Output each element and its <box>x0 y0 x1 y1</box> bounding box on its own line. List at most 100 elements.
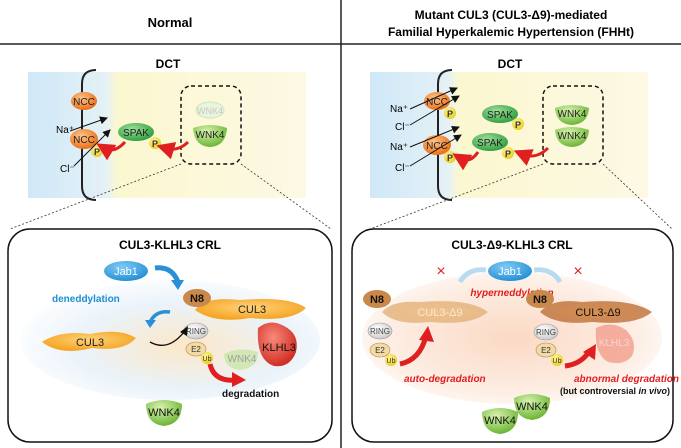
left-zoom-line-1 <box>9 163 182 230</box>
left-reassembly-arrow-shaft <box>149 331 185 346</box>
left-jab1-arrow-head <box>171 280 184 290</box>
right-ncc-top-label: NCC <box>426 97 448 108</box>
right-ring-right-label: RING <box>536 328 556 337</box>
left-ncc-bottom-label: NCC <box>73 135 95 146</box>
left-wnk4 <box>193 125 227 147</box>
right-ncc-top-phospho <box>444 107 456 119</box>
right-klhl3-label: KLHL3 <box>599 338 630 349</box>
right-auto-degradation-arrow-head <box>419 326 434 342</box>
right-spak-bottom-phospho <box>502 147 514 159</box>
left-wnk4-free <box>146 400 182 426</box>
left-cul3-bound <box>195 299 306 320</box>
right-spak-bottom <box>472 133 508 151</box>
right-n8-left <box>363 290 391 308</box>
right-klhl3 <box>595 324 634 364</box>
left-cl-label: Cl⁻ <box>60 164 75 175</box>
right-cl-top-arrow <box>409 95 460 126</box>
left-ncc-bottom <box>70 129 98 149</box>
left-cul3-bound-label: CUL3 <box>238 304 266 316</box>
right-wnk4-a-label: WNK4 <box>558 109 587 120</box>
left-crl-title: CUL3-KLHL3 CRL <box>119 238 221 252</box>
right-ub-right <box>551 354 563 366</box>
right-ub-left-label: Ub <box>387 358 396 365</box>
right-wnk4-box <box>542 85 604 165</box>
left-wnk4-faded <box>195 101 225 119</box>
right-spak-bottom-phospho-label: P <box>505 149 511 159</box>
right-jab1-arrow-right <box>533 267 563 284</box>
right-ring-left <box>367 322 393 340</box>
right-wnk4-b-label: WNK4 <box>558 131 587 142</box>
left-e2 <box>185 341 207 357</box>
left-wnk4-degrading-label: WNK4 <box>228 354 257 365</box>
left-ub-label: Ub <box>203 356 212 363</box>
left-zoom-line-2 <box>240 163 332 230</box>
left-wnk4-free-label: WNK4 <box>148 407 180 419</box>
right-jab1-arrow-left <box>457 267 487 284</box>
left-wnk4-label: WNK4 <box>196 130 225 141</box>
left-wnk4-to-spak-arrow <box>156 140 190 160</box>
right-dct-background <box>370 72 648 198</box>
right-wnk4-b-free-label: WNK4 <box>516 401 548 413</box>
right-e2-right-label: E2 <box>541 346 551 355</box>
right-abnormal-degradation-label: abnormal degradation <box>574 374 679 385</box>
left-cul3-free-label: CUL3 <box>76 337 104 349</box>
left-wnk4-degrading <box>224 349 258 370</box>
left-klhl3 <box>257 322 297 367</box>
right-spak-top <box>482 105 518 123</box>
right-spak-bottom-label: SPAK <box>477 138 503 149</box>
right-controversial-prefix: (but controversial <box>560 386 639 396</box>
left-deneddylation-arrow-head <box>145 320 156 328</box>
left-klhl3-label: KLHL3 <box>262 342 296 354</box>
right-zoom-line-1 <box>369 163 544 230</box>
left-n8-label: N8 <box>190 293 204 305</box>
right-e2-left <box>369 342 391 358</box>
right-crl-title: CUL3-Δ9-KLHL3 CRL <box>451 238 572 252</box>
header-left: Normal <box>148 15 193 30</box>
right-ub-left <box>385 354 397 366</box>
right-n8-left-label: N8 <box>370 294 384 306</box>
right-controversial-note: (but controversial in vivo) <box>560 386 670 396</box>
right-spak-top-phospho-label: P <box>515 120 521 130</box>
left-jab1 <box>104 261 148 281</box>
right-spak-top-phospho <box>512 118 524 130</box>
right-cul3d9-right-label: CUL3-Δ9 <box>575 307 620 319</box>
right-jab1-label: Jab1 <box>498 266 522 278</box>
header-right-line2: Familial Hyperkalemic Hypertension (FHHt… <box>388 25 634 39</box>
left-ncc-phospho-label: P <box>94 147 100 157</box>
right-controversial-suffix: ) <box>667 386 670 396</box>
left-jab1-label: Jab1 <box>114 266 138 278</box>
right-e2-left-label: E2 <box>375 346 385 355</box>
right-wnk4-a-free <box>482 408 518 434</box>
right-spak-to-ncc-arrow <box>452 151 480 171</box>
right-cl-bottom-arrow <box>409 134 462 167</box>
right-block-x-right: × <box>573 263 582 280</box>
header-right-line1: Mutant CUL3 (CUL3-Δ9)-mediated <box>415 8 608 22</box>
left-na-arrow <box>69 116 108 132</box>
right-auto-degradation-label: auto-degradation <box>404 374 486 385</box>
right-na-bottom-label: Na⁺ <box>390 142 408 153</box>
right-controversial-italic: in vivo <box>639 386 668 396</box>
right-ub-right-label: Ub <box>553 358 562 365</box>
right-na-top-label: Na⁺ <box>390 104 408 115</box>
right-ncc-bottom-label: NCC <box>426 141 448 152</box>
right-na-bottom-arrow <box>409 125 460 148</box>
right-wnk4-to-spak-arrow <box>513 146 550 166</box>
right-n8-right-label: N8 <box>533 294 547 306</box>
left-spak-phospho-label: P <box>152 139 158 149</box>
right-cl-top-label: Cl⁻ <box>395 122 410 133</box>
left-ring-label: RING <box>186 327 206 336</box>
right-cl-bottom-label: Cl⁻ <box>395 163 410 174</box>
left-dct-panel: DCT NCC NCC P Na⁺ Cl⁻ SPAK P WNK4 WNK4 <box>9 57 332 230</box>
right-crl-panel: CUL3-Δ9-KLHL3 CRL Jab1 × × hyperneddylat… <box>351 228 679 443</box>
left-spak <box>118 123 154 141</box>
left-ub <box>201 352 213 364</box>
right-block-x-left: × <box>436 263 445 280</box>
left-spak-label: SPAK <box>123 128 149 139</box>
left-crl-panel: CUL3-KLHL3 CRL Jab1 deneddylation CUL3 N… <box>7 228 333 443</box>
left-cul3-free <box>42 331 136 351</box>
left-n8 <box>183 289 211 307</box>
right-n8-right <box>526 290 554 308</box>
right-cul3d9-right <box>540 301 652 323</box>
